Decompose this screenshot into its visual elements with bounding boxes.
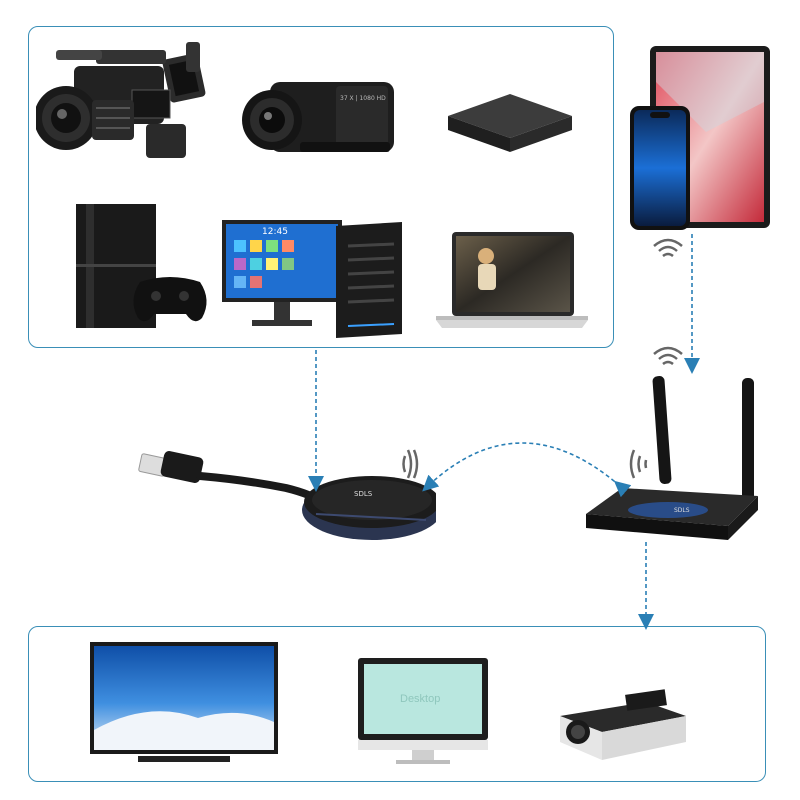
tv-box-icon — [448, 94, 572, 152]
desktop-computer-icon: 12:45 — [222, 220, 402, 338]
pro-video-camera-icon — [36, 42, 206, 158]
arrow-receiver-to-dongle — [422, 442, 632, 498]
monitor-clock: 12:45 — [262, 227, 288, 237]
game-console-icon — [76, 204, 207, 328]
wifi-signal-icon — [653, 238, 683, 258]
wifi-signal-icon — [629, 449, 648, 479]
dongle-brand: SDLS — [354, 490, 373, 498]
laptop-icon — [436, 232, 588, 328]
hdmi-transmitter-dongle-icon: SDLS — [138, 451, 436, 540]
wifi-signal-icon — [653, 346, 683, 366]
smartphone-icon — [630, 106, 690, 230]
flat-tv-icon — [90, 642, 278, 762]
camcorder-label: 37 X | 1080 HD — [340, 95, 386, 102]
camcorder-icon: 37 X | 1080 HD — [242, 82, 394, 152]
projector-icon — [560, 689, 686, 760]
wifi-signal-icon — [402, 449, 419, 479]
desktop-label: Desktop — [400, 693, 440, 705]
monitor-icon: Desktop — [358, 658, 488, 764]
wireless-receiver-icon: SDLS — [586, 376, 758, 540]
receiver-brand: SDLS — [674, 507, 690, 514]
